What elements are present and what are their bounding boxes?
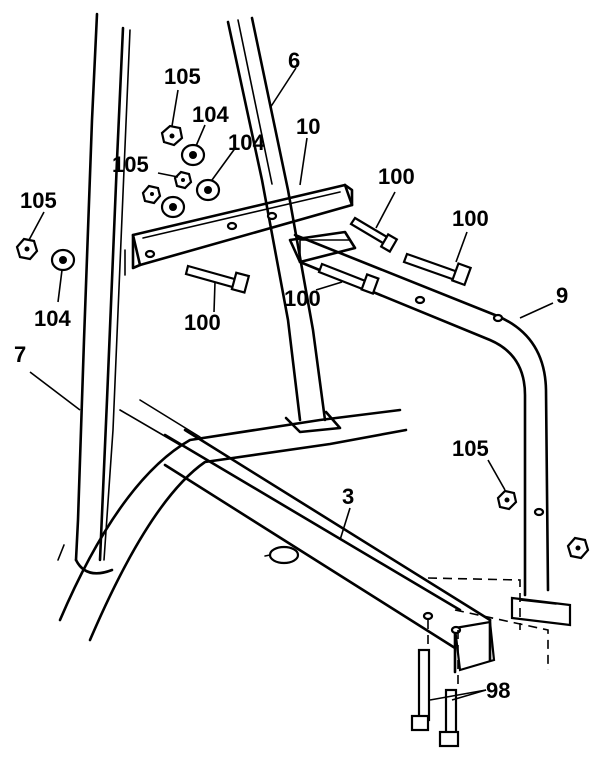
washer-104-mid-b [160, 195, 186, 219]
label-bolt-100-top: 100 [378, 164, 415, 189]
nut-105-far-right [566, 536, 590, 560]
label-bolt-100-left: 100 [184, 310, 221, 335]
label-part-7: 7 [14, 342, 26, 367]
label-nut-105-top: 105 [164, 64, 201, 89]
label-part-6: 6 [288, 48, 300, 73]
crossbar-10 [124, 183, 354, 276]
label-part-3: 3 [342, 484, 354, 509]
label-part-9: 9 [556, 283, 568, 308]
bolt-98-right [438, 688, 460, 748]
label-nut-105-mid: 105 [112, 152, 149, 177]
bolt-100-center [317, 262, 380, 295]
label-bolt-100-right: 100 [452, 206, 489, 231]
label-washer-104-mid: 104 [228, 130, 265, 155]
base-tube-3 [163, 428, 496, 674]
nut-105-right [496, 489, 518, 511]
nut-105-mid-b [141, 184, 162, 205]
bolt-100-left [184, 264, 251, 294]
u-tube-9 [288, 230, 572, 627]
base-frame [58, 399, 408, 642]
label-nut-105-left: 105 [20, 188, 57, 213]
upright-frame-7 [57, 12, 131, 575]
washer-104-mid [195, 178, 221, 202]
label-bolt-100-center: 100 [284, 286, 321, 311]
label-nut-105-right: 105 [452, 436, 489, 461]
bolt-100-right [402, 252, 473, 287]
nut-105-left [15, 237, 39, 261]
bolt-100-top [349, 216, 399, 254]
leader-lines [28, 67, 554, 701]
nut-105-mid-a [173, 170, 193, 190]
label-washer-104-top: 104 [192, 102, 229, 127]
washer-104-top [180, 143, 206, 167]
washer-104-left [50, 248, 76, 272]
label-part-10: 10 [296, 114, 320, 139]
label-washer-104-left: 104 [34, 306, 71, 331]
nut-105-top [160, 124, 184, 147]
callouts: 6 10 7 9 3 98 105 104 104 105 105 104 10… [14, 48, 568, 703]
bolt-98-left [410, 648, 431, 732]
label-part-98: 98 [486, 678, 510, 703]
